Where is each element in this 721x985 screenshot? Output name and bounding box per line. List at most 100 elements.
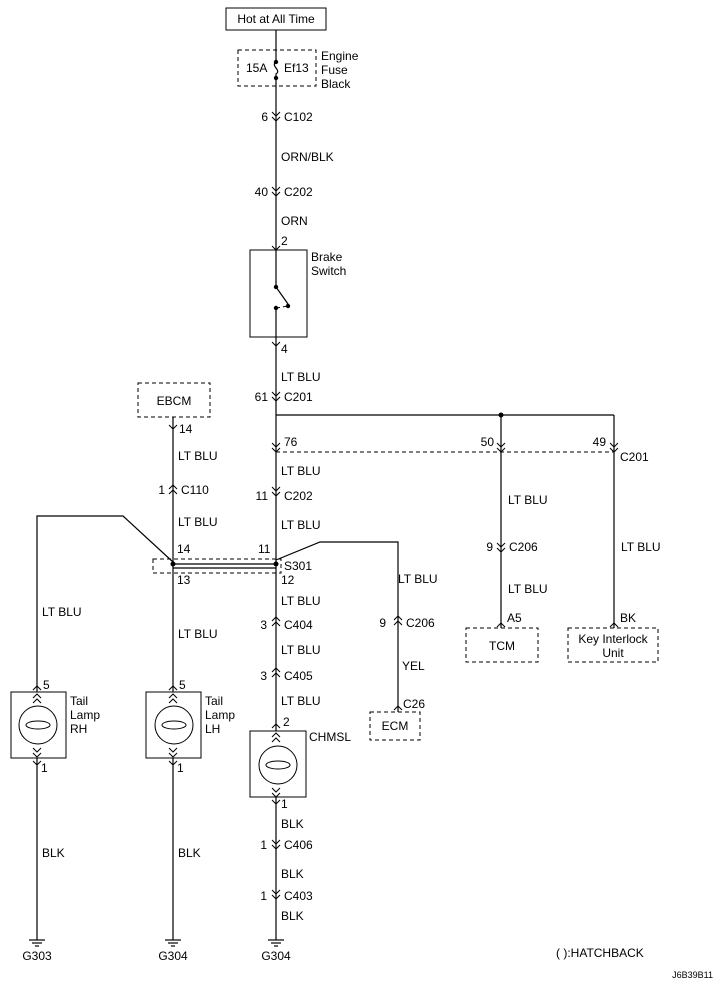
ground-g304-left-label: G304 [158,949,188,963]
tail-lh-label-2: Lamp [205,708,235,722]
wire-label-lt-blu-ecm: LT BLU [398,572,438,586]
wire-label-lt-blu-tcm-1: LT BLU [508,493,548,507]
ebcm-pin: 14 [179,422,193,436]
connector-c406: 1 C406 [260,838,313,852]
chmsl-pin-top: 2 [283,715,290,729]
connector-c405: 3 C405 [260,667,313,683]
connector-c404: 3 C404 [260,616,313,632]
brake-switch-pin-in: 2 [281,234,288,248]
connector-c202-40: 40 C202 [255,185,313,199]
legend-hatchback: ( ):HATCHBACK [556,946,644,960]
wire-label-lt-blu-lh: LT BLU [178,627,218,641]
c406-pin: 1 [260,838,267,852]
s301-pin-14: 14 [177,542,191,556]
tail-lamp-lh: 5 Tail Lamp LH 1 [145,678,235,775]
fuse-location-1: Engine [321,49,359,63]
brake-switch: 2 Brake Switch 4 [249,234,346,356]
tcm-pin: A5 [507,611,522,625]
wire-label-lt-blu-ebcm: LT BLU [178,449,218,463]
c201-name: C201 [620,450,649,464]
tcm-label: TCM [489,639,515,653]
ground-g303: G303 [22,939,52,963]
c102-pin: 6 [261,110,268,124]
connector-c403: 1 C403 [260,889,313,903]
key-interlock-label-1: Key Interlock [578,632,648,646]
ground-g304-center: G304 [261,939,291,963]
wire-label-lt-blu-2: LT BLU [281,464,321,478]
key-interlock-unit: BK Key Interlock Unit [567,611,659,663]
figure-id: J6B39B11 [672,970,713,980]
c404-name: C404 [284,618,313,632]
c202-11-pin: 11 [256,489,269,503]
c403-pin: 1 [260,889,267,903]
c404-pin: 3 [260,618,267,632]
c110-name: C110 [181,483,209,497]
ground-g304-center-label: G304 [261,949,291,963]
wire-label-lt-blu-tcm-2: LT BLU [508,582,548,596]
c202-40-pin: 40 [255,185,269,199]
c201-pin-76: 76 [284,435,298,449]
c201-pin-50: 50 [481,435,495,449]
key-interlock-pin: BK [620,611,636,625]
c201-pin-49: 49 [593,435,607,449]
connector-c206-tcm: 9 C206 [486,540,538,554]
chmsl-label: CHMSL [309,730,351,744]
tail-rh-label-1: Tail [70,694,88,708]
wire-label-lt-blu-4: LT BLU [281,594,321,608]
tail-lh-label-3: LH [205,722,220,736]
c202-11-name: C202 [284,489,313,503]
wire-label-blk-3: BLK [281,909,304,923]
wire-label-orn: ORN [281,214,308,228]
wire-label-lt-blu-5: LT BLU [281,643,321,657]
power-source-label: Hot at All Time [237,12,315,26]
connector-c206-ecm: 9 C206 [379,615,435,630]
ebcm: EBCM 14 [137,382,211,436]
tail-rh-label-3: RH [70,722,87,736]
tail-lh-pin-bottom: 1 [177,761,184,775]
brake-switch-pin-out: 4 [281,342,288,356]
s301-label: S301 [284,559,312,573]
tcm: A5 TCM [465,611,539,663]
c202-40-name: C202 [284,185,313,199]
ground-g303-label: G303 [22,949,52,963]
wire-label-lt-blu-key: LT BLU [621,540,661,554]
connector-c102: 6 C102 [261,110,313,124]
c206-tcm-name: C206 [509,540,538,554]
c201-61-name: C201 [284,390,313,404]
ecm-label: ECM [382,719,409,733]
c405-name: C405 [284,669,313,683]
brake-switch-label-2: Switch [311,264,346,278]
c206-ecm-name: C206 [406,616,435,630]
wire-label-lt-blu-6: LT BLU [281,694,321,708]
connector-c201-61: 61 C201 [255,390,313,404]
connector-c202-11: 11 C202 [256,486,313,503]
fuse-location-2: Fuse [321,63,348,77]
ebcm-label: EBCM [157,394,192,408]
s301-pin-11: 11 [258,542,271,556]
s301-pin-13: 13 [177,573,191,587]
wire-label-blk-1: BLK [281,817,304,831]
c403-name: C403 [284,889,313,903]
wire-label-lt-blu-3: LT BLU [281,518,321,532]
tail-rh-pin-top: 5 [43,678,50,692]
chmsl-lamp: 2 CHMSL 1 [249,715,351,811]
power-source: Hot at All Time [225,7,327,31]
fuse-ef13: 15A Ef13 Engine Fuse Black [237,49,359,91]
c102-name: C102 [284,110,313,124]
wire-label-yel: YEL [402,659,425,673]
tail-rh-label-2: Lamp [70,708,100,722]
c110-pin: 1 [158,483,165,497]
c206-ecm-pin: 9 [379,616,386,630]
fuse-rating: 15A [246,61,267,75]
wire-label-lt-blu-rh: LT BLU [42,605,82,619]
c406-name: C406 [284,838,313,852]
ecm-pin: C26 [403,697,425,711]
wire-label-lt-blu-c110: LT BLU [178,515,218,529]
wire-label-orn-blk: ORN/BLK [281,150,334,164]
s301-pin-12: 12 [281,573,295,587]
tail-rh-pin-bottom: 1 [41,761,48,775]
wire-label-blk-2: BLK [281,867,304,881]
key-interlock-label-2: Unit [602,646,624,660]
fuse-location-3: Black [321,77,351,91]
wire-label-blk-rh: BLK [42,846,65,860]
